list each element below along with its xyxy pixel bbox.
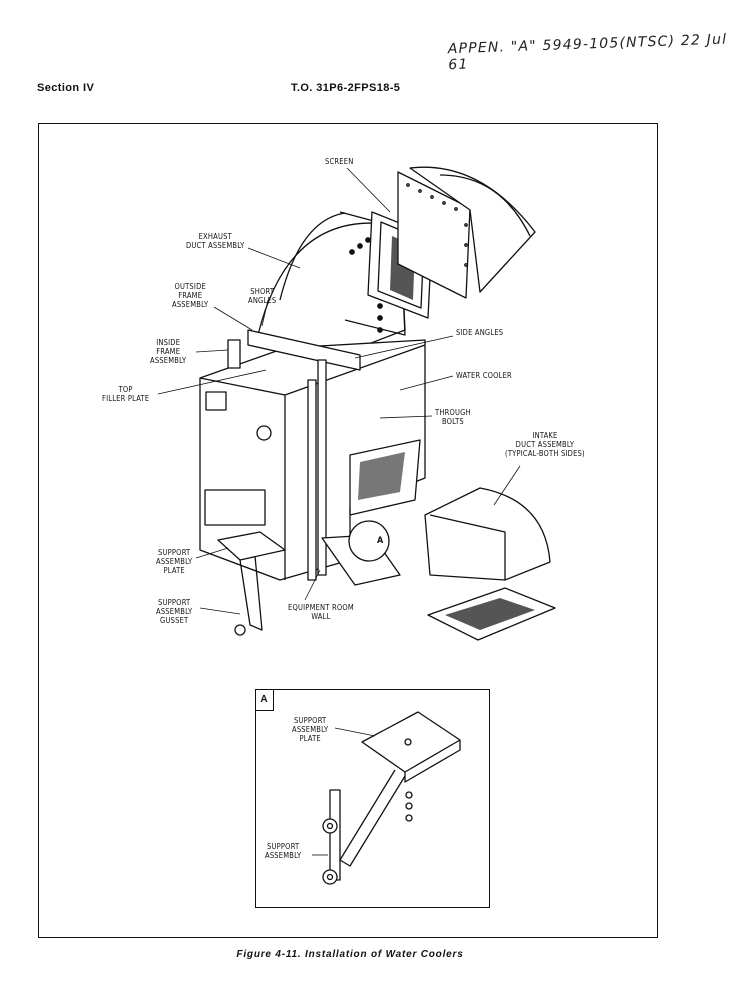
- doc-number: T.O. 31P6-2FPS18-5: [291, 82, 401, 94]
- equipment-room-wall: [321, 520, 401, 586]
- leader-lines: [157, 167, 521, 615]
- detail-inset-frame: [255, 689, 490, 908]
- exhaust-hood-drawing: [397, 166, 536, 299]
- intake-duct-drawing: [424, 487, 556, 641]
- figure-caption: Figure 4-11. Installation of Water Coole…: [236, 949, 464, 960]
- label-side-angles: SIDE ANGLES: [456, 328, 504, 337]
- inset-tag: A: [255, 689, 274, 711]
- section-header: Section IV: [37, 82, 95, 94]
- inset-support-drawing: [312, 711, 461, 885]
- support-assembly-main: [217, 531, 286, 636]
- label-water-cooler: WATER COOLER: [456, 371, 512, 380]
- frame-assemblies: [227, 329, 361, 581]
- callout-a: A: [377, 536, 384, 546]
- figure-frame: [38, 123, 658, 938]
- label-screen: SCREEN: [325, 157, 354, 166]
